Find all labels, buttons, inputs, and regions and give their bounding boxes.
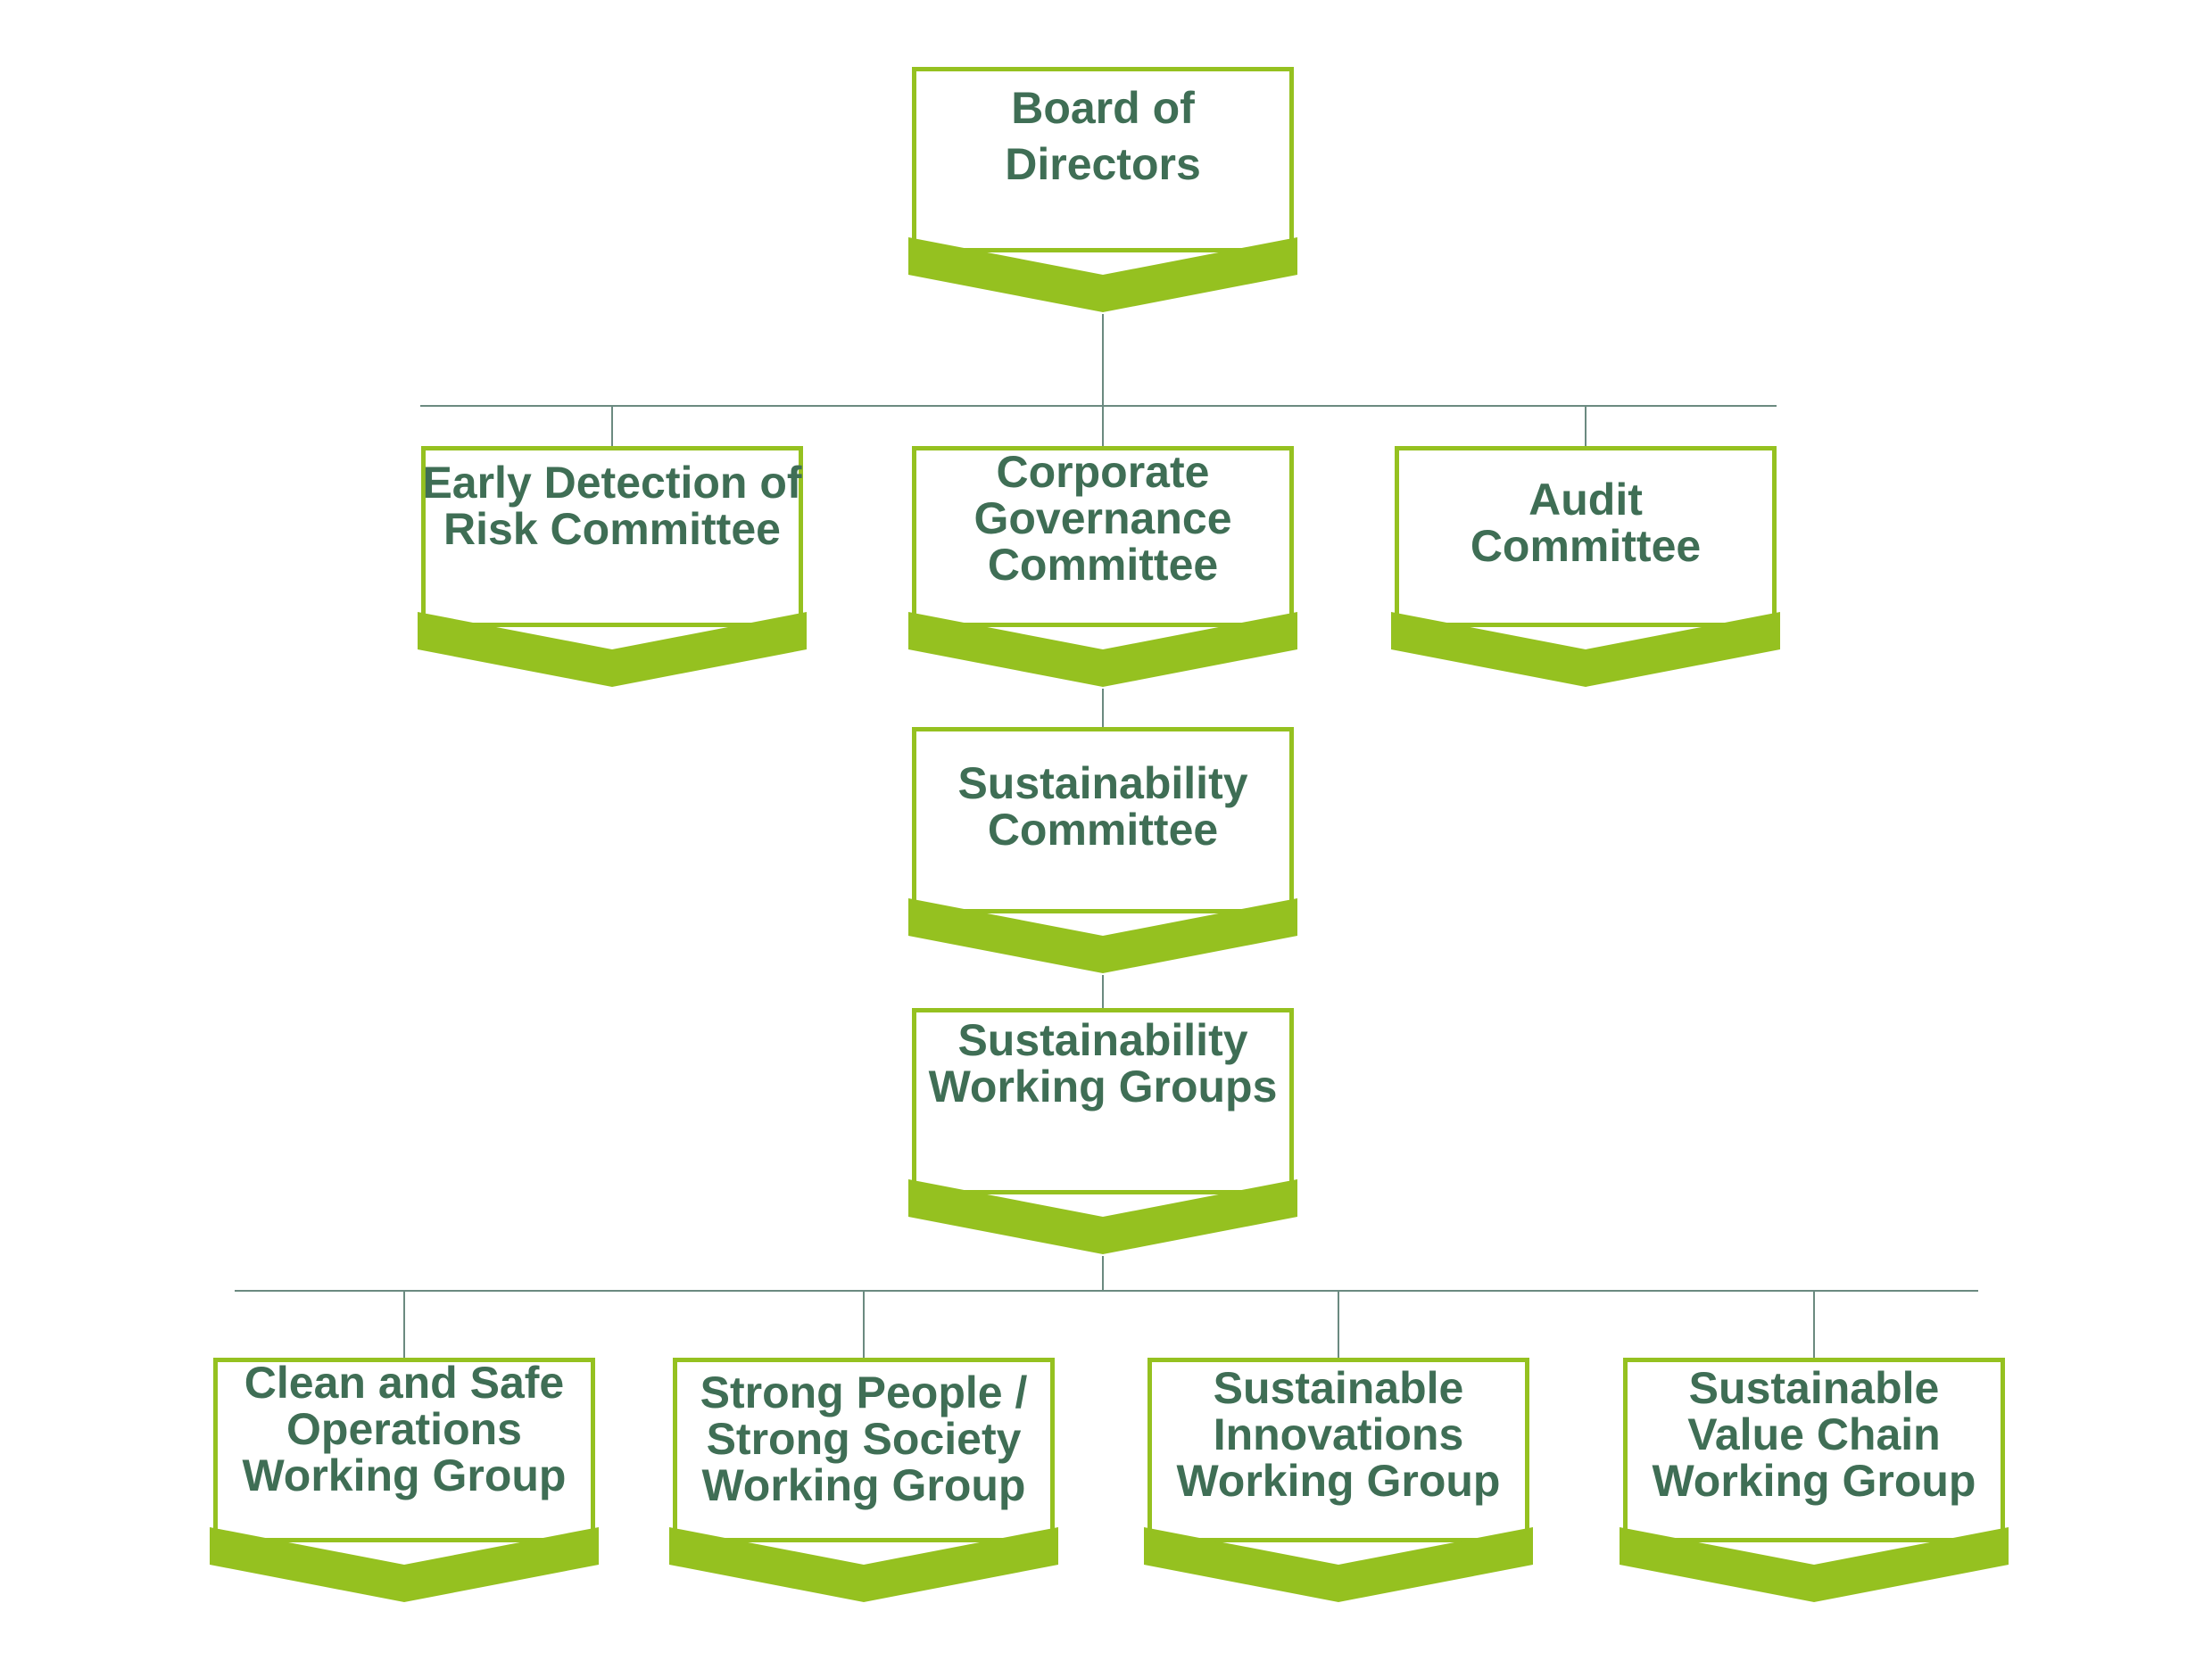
node-board-of-directors: Board of Directors [908,67,1297,312]
box-frame [1623,1358,2005,1542]
node-label-line: Committee [988,540,1218,590]
node-label-line: Sustainability [957,1015,1247,1065]
box-frame [912,1008,1294,1194]
chevron-band [669,1527,1058,1602]
node-label-line: Working Group [702,1460,1026,1510]
box-frame [213,1358,595,1542]
chevron-band [1144,1527,1533,1602]
node-label-line: Working Group [1177,1456,1501,1506]
node-label-line: Directors [1005,139,1201,189]
node-label-line: Strong People / [700,1368,1028,1417]
node-label-line: Strong Society [707,1414,1022,1464]
node-label-line: Governance [973,493,1231,543]
chevron-band [210,1527,599,1602]
node-label-line: Risk Committee [443,504,781,554]
chevron-band [1620,1527,2009,1602]
box-frame [912,446,1294,627]
box-frame [673,1358,1055,1542]
node-label-line: Committee [988,805,1218,855]
box-frame [912,67,1294,252]
node-label-line: Sustainability [957,758,1247,808]
chevron-band [1391,612,1780,687]
box-frame [1147,1358,1529,1542]
chevron-band [908,898,1297,973]
node-label-line: Operations [286,1404,522,1454]
box-frame [421,446,803,627]
node-label-line: Innovations [1214,1409,1464,1459]
chevron-band [908,612,1297,687]
node-label-line: Board of [1011,83,1195,133]
node-label-line: Corporate [997,447,1210,497]
chevron-band [908,1179,1297,1254]
node-label-line: Sustainable [1689,1363,1940,1413]
node-label-line: Working Group [1653,1456,1976,1506]
node-label-line: Clean and Safe [244,1358,564,1408]
node-label-line: Early Detection of [422,458,801,508]
node-label-line: Working Groups [929,1062,1278,1111]
node-label-line: Committee [1471,521,1701,571]
node-label-line: Working Group [243,1450,567,1500]
connectors [235,314,1978,1358]
node-label-line: Sustainable [1214,1363,1464,1413]
box-frame [1395,446,1777,627]
node-label-line: Audit [1529,475,1643,525]
chevron-band [418,612,807,687]
node-label-line: Value Chain [1687,1409,1940,1459]
chevron-band [908,237,1297,312]
box-frame [912,727,1294,913]
